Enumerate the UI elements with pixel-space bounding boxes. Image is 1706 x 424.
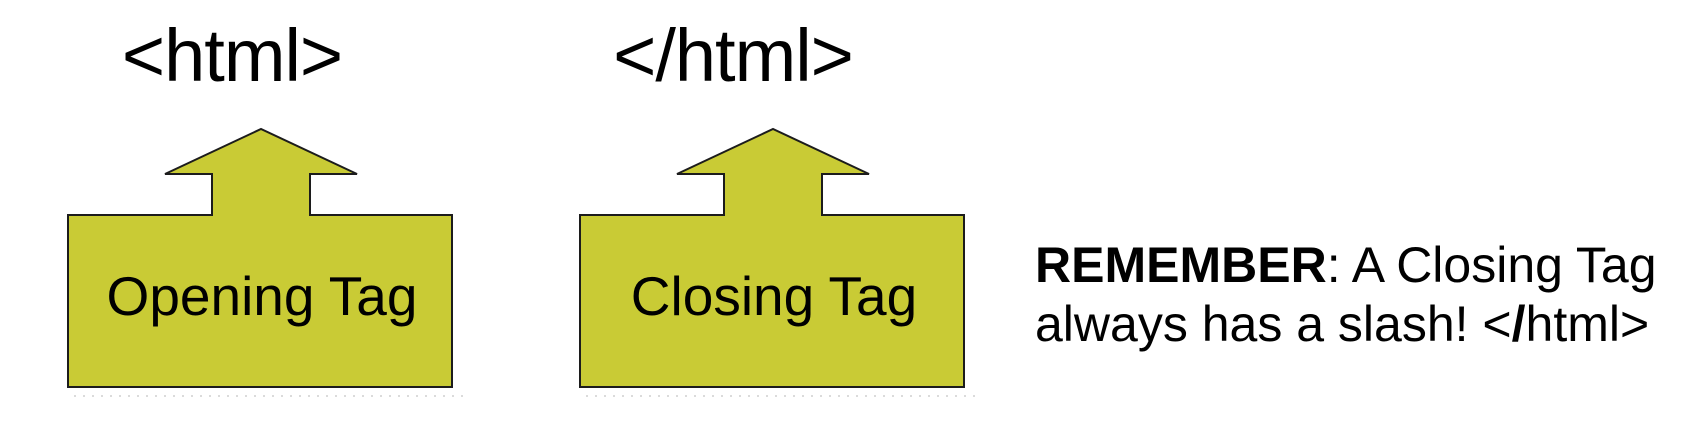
opening-tag-callout-shape bbox=[67, 127, 453, 388]
reminder-note: REMEMBER: A Closing Tag always has a sla… bbox=[1035, 236, 1657, 354]
reminder-line2-post: html> bbox=[1525, 296, 1650, 352]
closing-tag-box-label: Closing Tag bbox=[630, 265, 918, 327]
closing-tag-code: </html> bbox=[613, 14, 854, 97]
reminder-bold-word: REMEMBER bbox=[1035, 237, 1327, 293]
opening-tag-code: <html> bbox=[121, 14, 343, 97]
reminder-line2-pre: always has a slash! < bbox=[1035, 296, 1512, 352]
opening-tag-box-label: Opening Tag bbox=[106, 265, 418, 327]
closing-tag-callout-shape bbox=[579, 127, 965, 388]
reminder-line1-rest: : A Closing Tag bbox=[1326, 237, 1657, 293]
reminder-line2-slash: / bbox=[1511, 296, 1526, 352]
